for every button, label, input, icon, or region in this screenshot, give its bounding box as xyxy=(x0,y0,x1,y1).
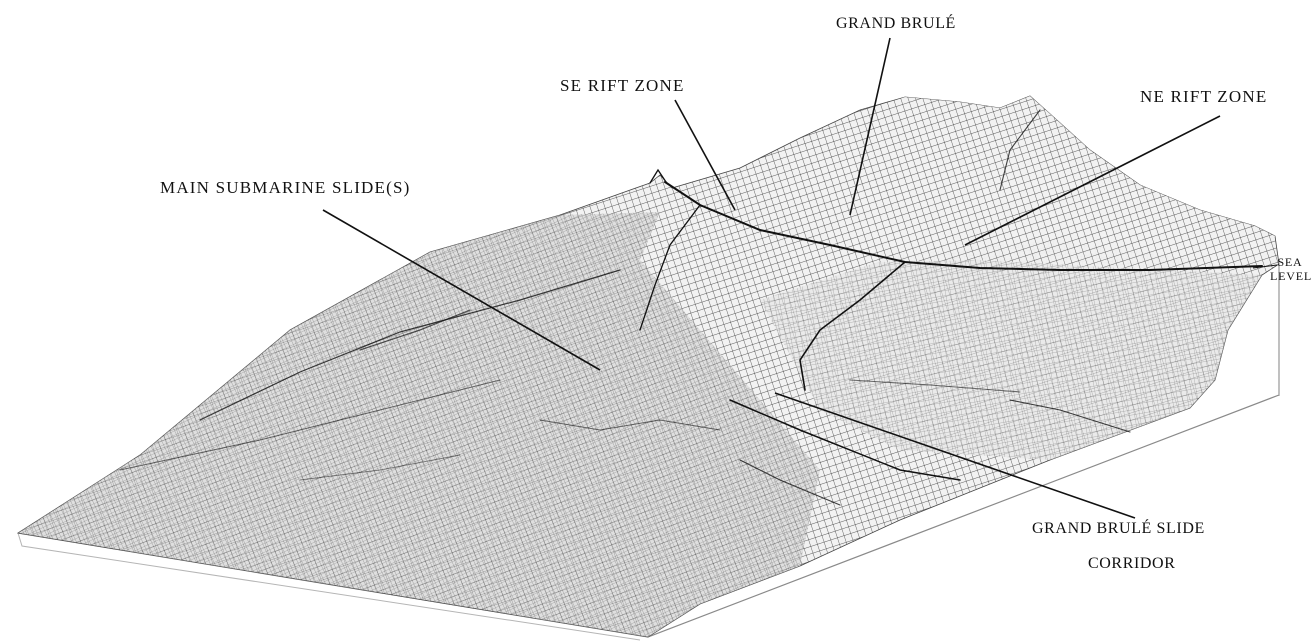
label-sea-level-line1: SEA xyxy=(1270,255,1310,269)
label-grand-brule-slide: GRAND BRULÉ SLIDE xyxy=(1032,520,1205,538)
label-corridor: CORRIDOR xyxy=(1088,555,1175,573)
label-se-rift-zone: SE RIFT ZONE xyxy=(560,76,685,96)
label-grand-brule: GRAND BRULÉ xyxy=(836,15,956,33)
label-ne-rift-zone: NE RIFT ZONE xyxy=(1140,87,1267,107)
label-sea-level: SEA LEVEL xyxy=(1270,255,1310,283)
label-sea-level-line2: LEVEL xyxy=(1270,269,1310,283)
label-main-submarine-slide: MAIN SUBMARINE SLIDE(S) xyxy=(160,178,411,198)
